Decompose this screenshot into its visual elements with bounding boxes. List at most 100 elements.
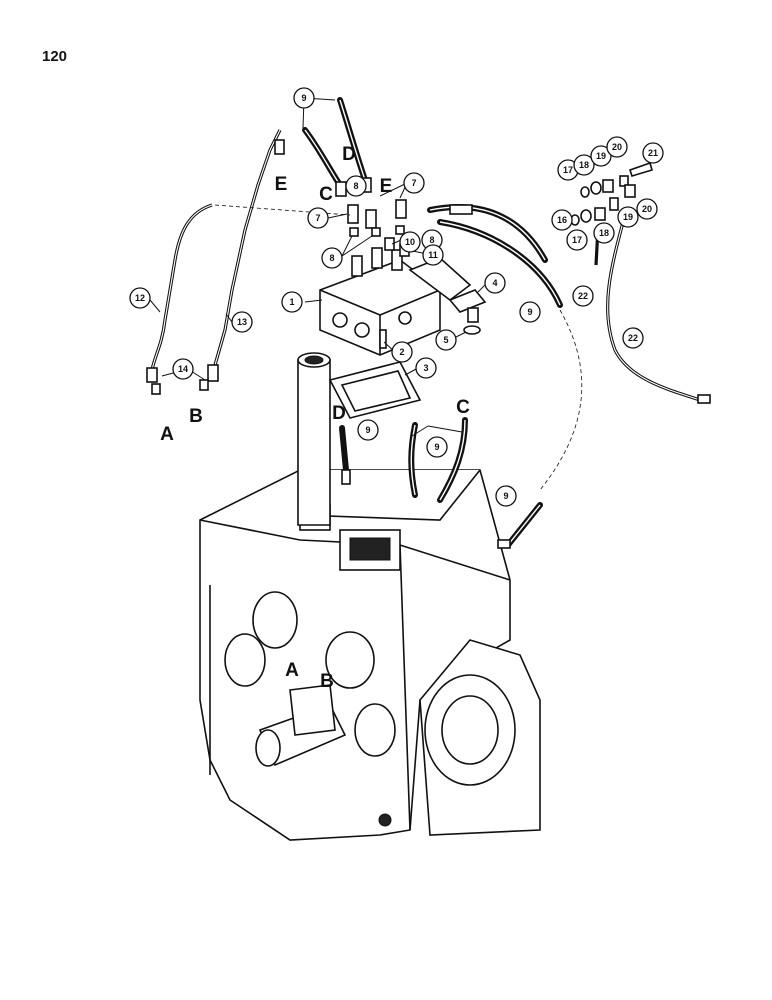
callout-label: 9 [434,442,439,452]
fitting-a-tip [151,383,161,395]
port-letter: B [189,406,203,427]
callout-3: 3 [415,357,437,379]
transmission-housing [199,469,541,841]
callout-label: 19 [623,212,633,222]
steel-tube-12 [146,203,213,383]
callout-9: 9 [426,436,448,458]
port-label-d-mid: D [332,403,346,424]
vertical-shaft [297,352,331,526]
callout-5: 5 [435,329,457,351]
hose-route-dashed [539,309,583,491]
callout-19: 19 [590,145,612,167]
callout-9: 9 [357,419,379,441]
callout-label: 5 [443,335,448,345]
callout-7: 7 [307,207,329,229]
callout-18: 18 [593,222,615,244]
callout-label: 22 [628,333,638,343]
hose-c-pair [408,417,468,503]
callout-label: 1 [289,297,294,307]
callout-label: 3 [423,363,428,373]
callout-9: 9 [293,87,315,109]
callout-1: 1 [281,291,303,313]
callout-8: 8 [321,247,343,269]
callout-label: 8 [353,181,358,191]
port-label-c-mid: C [456,397,470,418]
port-letter: D [342,144,356,165]
port-letter: D [332,403,346,424]
callout-7: 7 [403,172,425,194]
tee-fitting [448,289,487,335]
port-label-a-housing: A [285,660,299,681]
callout-13: 13 [231,311,253,333]
callout-9: 9 [495,485,517,507]
control-valve-body [319,247,472,356]
callout-22: 22 [572,285,594,307]
callout-20: 20 [636,198,658,220]
callout-label: 20 [612,142,622,152]
gasket [328,361,422,419]
callout-21: 21 [642,142,664,164]
callout-label: 12 [135,293,145,303]
port-letter: A [285,660,299,681]
callout-label: 9 [365,425,370,435]
port-label-a-left: A [160,424,174,445]
callout-label: 18 [599,228,609,238]
callout-label: 16 [557,215,567,225]
callout-12: 12 [129,287,151,309]
port-label-e-right: E [380,176,393,197]
callout-10: 10 [399,231,421,253]
callout-14: 14 [172,358,194,380]
port-label-b-housing: B [320,671,334,692]
fitting-b-tip [199,379,209,391]
callout-label: 7 [315,213,320,223]
port-letter: B [320,671,334,692]
callout-label: 19 [596,151,606,161]
callout-18: 18 [573,154,595,176]
callout-label: 17 [572,235,582,245]
callout-label: 20 [642,204,652,214]
callout-label: 17 [563,165,573,175]
steel-tube-13 [207,129,285,382]
callout-22: 22 [622,327,644,349]
port-letter: E [275,174,288,195]
callout-19: 19 [617,206,639,228]
port-letter: C [319,184,333,205]
callout-17: 17 [566,229,588,251]
callout-label: 13 [237,317,247,327]
callout-11: 11 [422,244,444,266]
right-fittings [570,161,711,404]
callout-label: 10 [405,237,415,247]
hose-d [339,425,351,485]
callout-label: 8 [429,235,434,245]
callout-label: 21 [648,148,658,158]
callout-20: 20 [606,136,628,158]
callout-9: 9 [519,301,541,323]
callout-label: 18 [579,160,589,170]
callout-4: 4 [484,272,506,294]
callout-label: 11 [428,250,438,260]
assembly-line [214,204,351,216]
callout-label: 9 [527,307,532,317]
port-label-d-top: D [342,144,356,165]
port-label-c-top: C [319,184,333,205]
callout-16: 16 [551,209,573,231]
callout-label: 9 [503,491,508,501]
callout-label: 9 [301,93,306,103]
callout-2: 2 [391,341,413,363]
port-letter: A [160,424,174,445]
callout-label: 22 [578,291,588,301]
port-label-b-left: B [189,406,203,427]
hose-pair-right [427,204,563,308]
callout-label: 2 [399,347,404,357]
port-letter: C [456,397,470,418]
port-letter: E [380,176,393,197]
callout-label: 8 [329,253,334,263]
callout-label: 4 [492,278,497,288]
hose-lower-right [497,502,543,549]
port-label-e-top: E [275,174,288,195]
callout-label: 14 [178,364,188,374]
callout-label: 7 [411,178,416,188]
page-number: 120 [42,48,68,65]
callout-8: 8 [345,175,367,197]
